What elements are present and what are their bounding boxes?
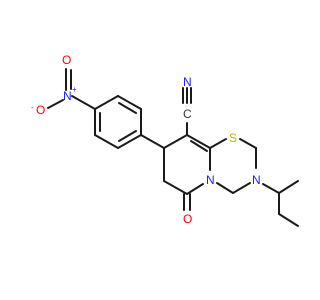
nitrile-carbon: C — [183, 107, 192, 121]
structure-diagram: O N + O - N C S N N O — [31, 53, 299, 227]
nitro-minus-charge: - — [31, 103, 34, 112]
ring-nitrogen-benzyl: N — [252, 173, 261, 187]
pyridinone-ring — [163, 134, 211, 195]
nitro-oxygen-left: O — [36, 103, 45, 117]
nitro-plus-charge: + — [72, 85, 77, 94]
nitro-nitrogen: N — [63, 89, 72, 103]
carbonyl-bond — [183, 193, 191, 211]
ring-sulfur: S — [229, 131, 237, 145]
nitrile-nitrogen: N — [183, 75, 192, 89]
benzyl-phenyl-ring — [278, 180, 299, 227]
molecule-canvas: O N + O - N C S N N O — [31, 53, 299, 227]
ring-nitrogen-fused: N — [206, 173, 215, 187]
thiadiazine-ring — [209, 138, 257, 194]
nitro-oxygen-top: O — [62, 53, 71, 67]
nitro-group-bonds — [47, 68, 96, 110]
carbonyl-oxygen: O — [183, 212, 192, 226]
nitrophenyl-ring — [94, 95, 142, 149]
nitrile-bond — [182, 87, 192, 136]
benzyl-ch2-bond — [262, 183, 280, 194]
aryl-ring-bond — [140, 134, 165, 149]
